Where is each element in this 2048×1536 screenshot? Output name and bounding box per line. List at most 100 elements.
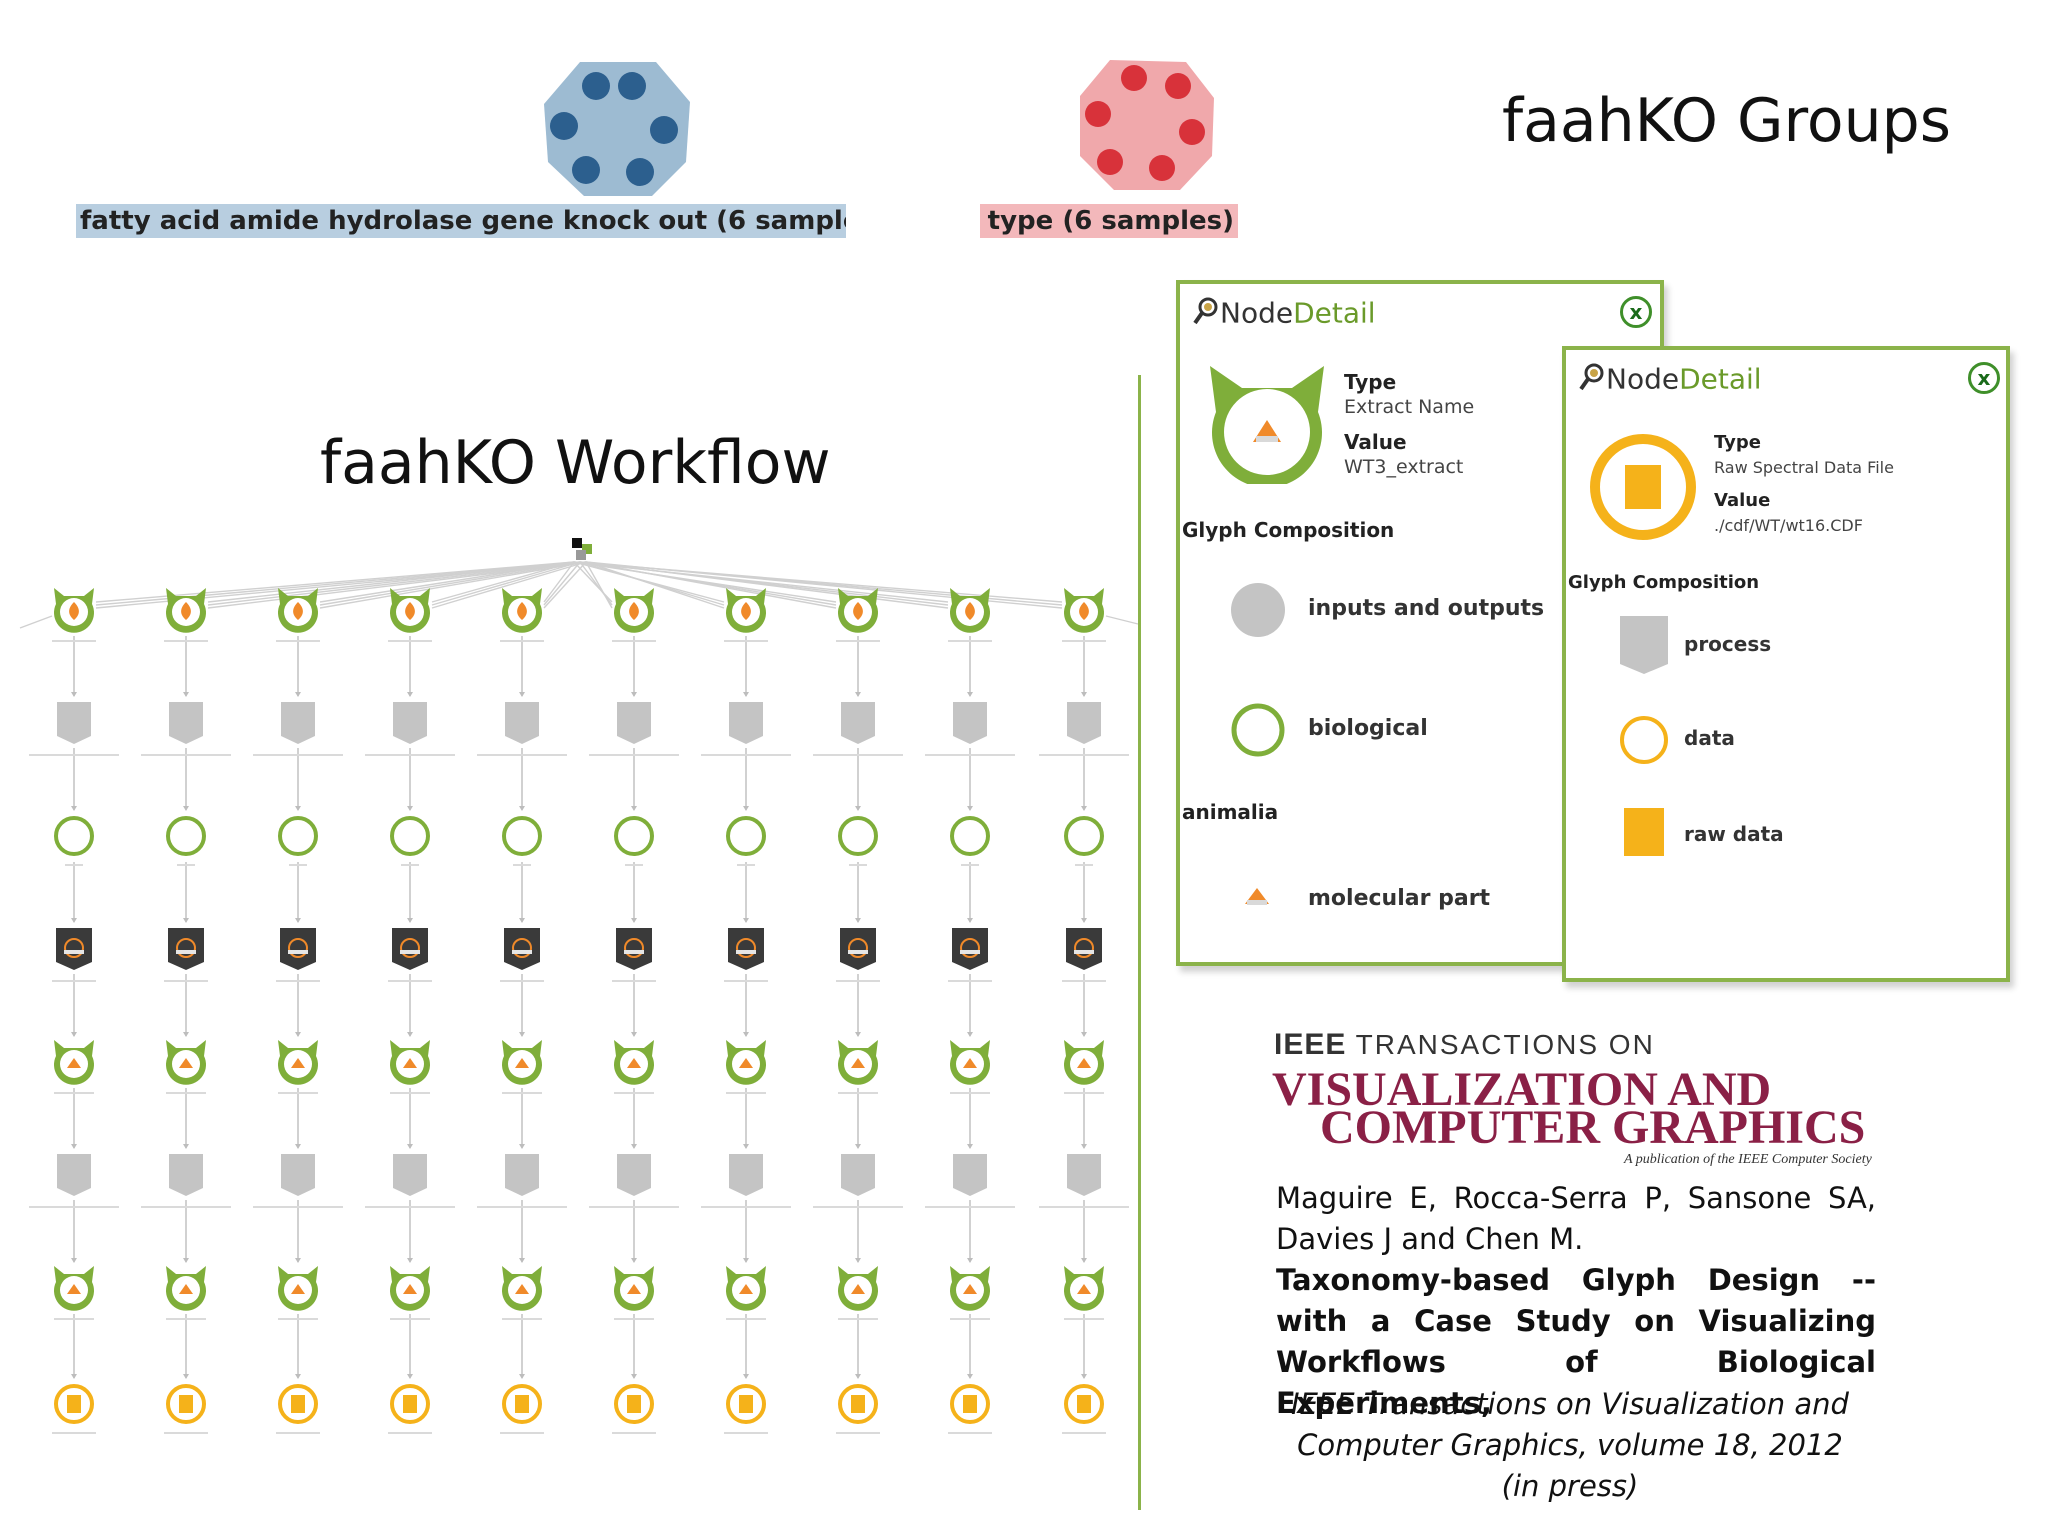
close-icon[interactable]: x [1620,296,1652,328]
molecule-triangle-icon [851,1058,865,1068]
molecule-triangle-icon [851,1284,865,1294]
journal-publication-note: A publication of the IEEE Computer Socie… [1624,1152,1872,1167]
raw-data-square [291,1395,305,1413]
biological-node [390,816,430,856]
molecule-triangle-icon [291,1284,305,1294]
dark-process-node [56,928,92,970]
node-label [1062,980,1106,982]
sample-dot [1121,65,1147,91]
workflow-link [585,561,725,609]
workflow-link [585,561,613,609]
arrowhead [855,1144,861,1149]
arrowhead [743,1258,749,1263]
process-node [281,1154,315,1196]
arrowhead [183,1258,189,1263]
node-label [1039,754,1129,756]
node-label [477,754,567,756]
arrowhead [295,806,301,811]
node-label [52,980,96,982]
vertical-divider [1138,375,1141,1510]
workflow-links [19,561,1139,1379]
biological-node [614,816,654,856]
arrowhead [407,1374,413,1379]
dark-process-node [392,928,428,970]
close-icon[interactable]: x [1968,362,2000,394]
dark-process-node [616,928,652,970]
sample-dot [618,72,646,100]
arrowhead [407,1032,413,1037]
dark-process-node [840,928,876,970]
arrowhead [71,1032,77,1037]
arrowhead [71,1374,77,1379]
panel-header: NodeDetail [1578,362,1762,399]
node-label [164,640,208,642]
node-label [1075,864,1093,866]
node-label [625,864,643,866]
arrowhead [1081,806,1087,811]
node-label [836,640,880,642]
node-label [737,864,755,866]
arrowhead [743,918,749,923]
workflow-link [573,561,613,603]
node-label [164,1432,208,1434]
type-key: Type [1714,432,1761,453]
node-label [166,1092,206,1094]
gear-icon [736,938,756,958]
value-key: Value [1344,430,1407,454]
arrowhead [967,692,973,697]
workflow-link [431,561,575,603]
raw-data-square [851,1395,865,1413]
gear-icon [624,938,644,958]
raw-data-square [963,1395,977,1413]
process-node [841,702,875,744]
value-value: ./cdf/WT/wt16.CDF [1714,516,1863,535]
biological-node [166,816,206,856]
biological-node [950,816,990,856]
sample-dot [1179,119,1205,145]
node-label [961,864,979,866]
arrowhead [407,1258,413,1263]
node-label [1062,1432,1106,1434]
molecule-triangle-icon [291,1058,305,1068]
node-label [925,754,1015,756]
sample-dot [1097,149,1123,175]
gear-icon [960,938,980,958]
node-label [401,864,419,866]
node-label [925,1206,1015,1208]
node-label [589,1206,679,1208]
node-label [390,1318,430,1320]
journal-title-line1: VISUALIZATION AND [1272,1063,1772,1116]
journal-title-line2: COMPUTER GRAPHICS [1320,1101,1866,1154]
orange-ring-icon [1620,716,1668,764]
composition-item-label: process [1684,632,1772,656]
biological-node [278,816,318,856]
gear-icon [400,938,420,958]
arrowhead [967,1144,973,1149]
arrowhead [183,1374,189,1379]
molecule-triangle-icon [963,1058,977,1068]
type-value: Extract Name [1344,396,1475,418]
workflow-nodes [29,538,1129,1434]
arrowhead [1081,1258,1087,1263]
workflow-graph [19,538,1139,1434]
node-label [589,754,679,756]
node-label [1064,1318,1104,1320]
sample-dot [626,158,654,186]
node-label [1062,640,1106,642]
node-label [724,980,768,982]
gear-icon [512,938,532,958]
arrowhead [1081,918,1087,923]
raw-data-square [739,1395,753,1413]
process-node [617,702,651,744]
workflow-title: faahKO Workflow [320,428,831,498]
process-node [1067,702,1101,744]
node-label [390,1092,430,1094]
node-label [836,980,880,982]
molecule-triangle-icon [403,1058,417,1068]
node-label [276,1432,320,1434]
gear-icon-bar [400,950,420,954]
molecule-triangle-icon [1077,1058,1091,1068]
node-label [612,1432,656,1434]
process-node [729,1154,763,1196]
sample-dot [1149,155,1175,181]
